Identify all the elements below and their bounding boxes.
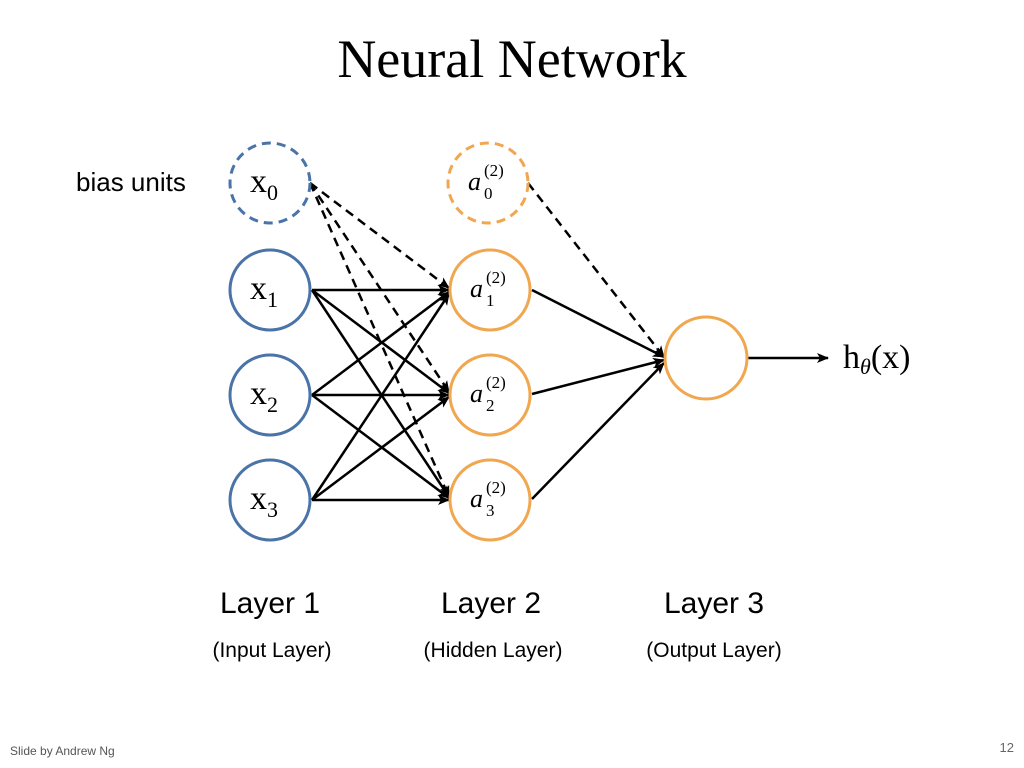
edge-a1-output	[531, 288, 665, 359]
input-bias-node-label: x0	[250, 163, 278, 205]
hidden-node-3	[448, 458, 532, 542]
input-layer-nodes: x0 x1 x2 x3	[228, 141, 312, 542]
edge-x2-a1	[311, 291, 450, 396]
layer-3-name: Layer 3	[664, 587, 764, 620]
hidden-layer-nodes: a (2) 0 a (2) 1 a (2) 2 a (2) 3	[446, 141, 532, 542]
edge-a3-output	[531, 362, 665, 500]
hidden-node-2	[448, 353, 532, 437]
layer-3-desc: (Output Layer)	[646, 639, 781, 662]
hidden-bias-node	[446, 141, 530, 225]
edge-x1-a2	[311, 289, 450, 394]
layer-2-desc: (Hidden Layer)	[424, 639, 563, 662]
edge-x1-a3	[310, 289, 451, 498]
output-node	[663, 315, 749, 401]
layer-2-name: Layer 2	[441, 587, 541, 620]
hidden-node-3-sup: (2)	[486, 478, 506, 497]
hidden-node-2-sup: (2)	[486, 373, 506, 392]
hidden-node-1-sup: (2)	[486, 268, 506, 287]
input-node-2-label: x2	[250, 375, 278, 417]
hidden-node-1-sub: 1	[486, 291, 495, 310]
edges	[308, 182, 829, 505]
input-node-2	[228, 353, 312, 437]
hidden-bias-node-sup: (2)	[484, 161, 504, 180]
hidden-node-2-var: a	[470, 379, 483, 408]
hidden-node-1-var: a	[470, 274, 483, 303]
edge-a0-output	[527, 182, 665, 358]
hypothesis-label: hθ(x)	[843, 339, 910, 379]
edge-x0-a1	[309, 182, 450, 289]
edge-x0-a2	[308, 182, 451, 393]
hidden-node-3-var: a	[470, 484, 483, 513]
hidden-bias-node-var: a	[468, 167, 481, 196]
hidden-node-1	[448, 248, 532, 332]
layer-labels: Layer 1 (Input Layer) Layer 2 (Hidden La…	[212, 587, 781, 662]
layer-1-name: Layer 1	[220, 587, 320, 620]
hidden-node-3-sub: 3	[486, 501, 495, 520]
page-number: 12	[999, 740, 1014, 755]
hidden-bias-node-sub: 0	[484, 184, 493, 203]
bias-units-label: bias units	[76, 167, 186, 197]
slide-title: Neural Network	[337, 29, 687, 89]
hidden-node-2-sub: 2	[486, 396, 495, 415]
edge-a2-output	[531, 357, 665, 396]
edge-x3-a2	[311, 396, 450, 501]
edge-x3-a1	[310, 293, 451, 501]
input-bias-node	[228, 141, 312, 225]
input-node-3-label: x3	[250, 480, 278, 522]
slide-credit: Slide by Andrew Ng	[10, 744, 115, 758]
edge-x2-a3	[311, 394, 450, 499]
layer-1-desc: (Input Layer)	[212, 639, 331, 662]
input-node-3	[228, 458, 312, 542]
input-node-1	[228, 248, 312, 332]
input-node-1-label: x1	[250, 270, 278, 312]
